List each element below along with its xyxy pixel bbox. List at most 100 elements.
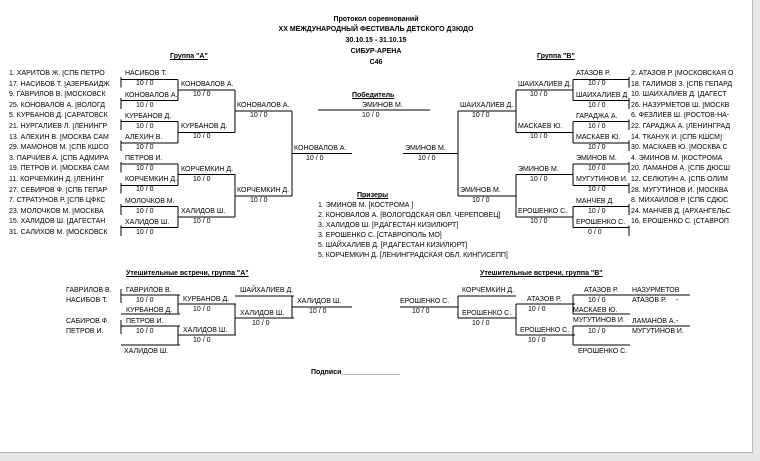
group-a-entry: 23. МОЛОЧКОВ М. [МОСКВА: [9, 207, 104, 215]
weight-category: С46: [369, 59, 383, 66]
cons-a-winner: КУРБАНОВ Д.: [183, 296, 230, 303]
group-b-entry: 20. ЛАМАНОВ А. [СПБ ДЮСШ: [631, 165, 730, 173]
group-a-entry: 21. НУРГАЛИЕВ Л. [ЛЕНИНГР: [9, 123, 108, 130]
cons-b-score: 10 / 0: [528, 337, 546, 344]
group-b-r1-winner: ЕРОШЕНКО С.: [576, 218, 626, 226]
group-a-entry: 17. НАСИБОВ Т. [АЗЕРБАЙДЖ: [9, 80, 110, 88]
cons-b-name: ЛАМАНОВ А.: [632, 318, 676, 325]
group-b-r1-winner: ШАЙХАЛИЕВ Д.: [576, 91, 628, 99]
cons-a-score: 10 / 0: [309, 308, 327, 315]
cons-b-score: 10 / 0: [412, 308, 430, 315]
prize-row: 2. КОНОВАЛОВ А. [ВОЛОГОДСКАЯ ОБЛ. ЧЕРЕПО…: [318, 212, 501, 219]
group-b-r2-winner: МАСКАЕВ Ю.: [518, 123, 563, 131]
cons-a-name: ХАЛИДОВ Ш.: [124, 348, 169, 355]
group-b-r1-score: 0 / 0: [588, 228, 602, 236]
cons-b-name: КОРЧЕМКИН Д.: [462, 287, 515, 294]
group-a-r1-winner: ПЕТРОВ И.: [125, 155, 163, 163]
group-a-r2-score: 10 / 0: [193, 90, 211, 98]
group-a-r2-score: 10 / 0: [193, 218, 211, 226]
prize-row: 3. ХАЛИДОВ Ш. [Р.ДАГЕСТАН КИЗИЛЮРТ]: [318, 222, 459, 229]
group-a-r2-winner: ХАЛИДОВ Ш.: [181, 208, 226, 216]
festival-title: XX МЕЖДУНАРОДНЫЙ ФЕСТИВАЛЬ ДЕТСКОГО ДЗЮД…: [278, 26, 474, 33]
cons-b-dash: -: [676, 318, 679, 325]
group-a-r1-score: 10 / 0: [136, 122, 154, 130]
group-a-r2-winner: КУРБАНОВ Д.: [181, 123, 228, 131]
group-a-r1-score: 10 / 0: [136, 186, 154, 194]
group-b-title: Группа "В": [537, 53, 575, 60]
event-dates: 30.10.15 - 31.10.15: [345, 37, 407, 44]
cons-a-name: КУРБАНОВ Д.: [126, 307, 173, 314]
group-b-entry: 14. ТКАНУК И. [СПБ КШСМ]: [631, 133, 722, 141]
group-a-r1-score: 10 / 0: [136, 165, 154, 173]
group-b-r2-score: 10 / 0: [530, 90, 548, 98]
group-b-final-score: 10 / 0: [418, 154, 436, 162]
cons-a-name: ГАВРИЛОВ В.: [66, 287, 112, 294]
group-b-r1-winner: ГАРАДЖА А.: [576, 112, 618, 120]
group-a-r1-winner: ХАЛИДОВ Ш.: [125, 218, 170, 226]
prize-row: 5. КОРЧЕМКИН Д. [ЛЕНИНГРАДСКАЯ ОБЛ. КИНГ…: [318, 252, 508, 259]
group-a-final-score: 10 / 0: [306, 154, 324, 162]
group-b-r1-winner: МАНЧЕВ Д.: [576, 197, 615, 205]
group-b-entry: 6. ФЕЗЛИЕВ Ш. [РОСТОВ-НА-: [631, 112, 730, 120]
group-b-r2-winner: ЭМИНОВ М.: [518, 165, 559, 173]
group-b-entry: 24. МАНЧЕВ Д. [АРХАНГЕЛЬС: [631, 207, 731, 215]
group-a-r1-winner: АЛЕХИН В.: [125, 133, 163, 141]
prize-row: 1. ЭМИНОВ М. [КОСТРОМА ]: [318, 202, 414, 209]
group-a-entry: 29. МАМОНОВ М. [СПБ КШСО: [9, 144, 109, 152]
cons-b-score: 10 / 0: [588, 328, 606, 335]
group-b-r3-score: 10 / 0: [472, 196, 490, 204]
group-b-r2-score: 10 / 0: [530, 218, 548, 226]
group-a-entry: 31. САЛИХОВ М. [МОСКОВСК: [9, 229, 108, 236]
group-b-entry: 30. МАСКАЕВ Ю. [МОСКВА С: [631, 144, 728, 152]
cons-a-winner: ХАЛИДОВ Ш.: [240, 310, 285, 317]
protocol-title: Протокол соревнований: [333, 16, 419, 23]
cons-b-name: МУГУТИНОВ И.: [573, 317, 625, 324]
cons-a-name: ПЕТРОВ И.: [66, 328, 104, 335]
cons-b-name: ЕРОШЕНКО С.: [578, 348, 628, 355]
cons-b-name: АТАЗОВ Р.: [584, 287, 619, 294]
group-b-r1-winner: АТАЗОВ Р.: [576, 70, 611, 78]
group-b-entry: 12. СЕЛЮТИН А. [СПБ ОЛИМ: [631, 176, 728, 183]
cons-a-score: 10 / 0: [136, 328, 154, 335]
group-b-r1-winner: МАСКАЕВ Ю.: [576, 133, 621, 141]
group-a-entry: 9. ГАВРИЛОВ В. [МОСКОВСК: [9, 91, 106, 99]
group-a-final-winner: КОНОВАЛОВ А.: [294, 144, 347, 152]
cons-a-score: 10 / 0: [252, 320, 270, 327]
group-b-r1-winner: ЭМИНОВ М.: [576, 155, 617, 163]
horizontal-scrollbar[interactable]: [0, 453, 760, 461]
prize-row: 5. ШАЙХАЛИЕВ Д. [Р.ДАГЕСТАН КИЗИЛЮРТ]: [318, 242, 468, 249]
signature-line: Подписи_______________: [311, 369, 400, 376]
group-a-r1-score: 10 / 0: [136, 143, 154, 151]
cons-b-winner: ЕРОШЕНКО С.: [462, 310, 512, 317]
group-a-entry: 1. ХАРИТОВ Ж. [СПБ ПЕТРО: [9, 70, 105, 77]
winner-score: 10 / 0: [362, 112, 380, 119]
bracket-text-layer: 1. ХАРИТОВ Ж. [СПБ ПЕТРО 17. НАСИБОВ Т. […: [9, 70, 734, 355]
group-b-entry: 2. АТАЗОВ Р. [МОСКОВСКАЯ О: [631, 70, 734, 77]
cons-b-score: 10 / 0: [472, 320, 490, 327]
group-b-r1-winner: МУГУТИНОВ И.: [576, 176, 628, 184]
group-a-r1-winner: КОНОВАЛОВ А.: [125, 91, 177, 99]
cons-b-name: АТАЗОВ Р.: [527, 296, 562, 303]
cons-b-name: НАЗУРМЕТОВ: [632, 287, 680, 294]
group-a-r3-winner: КОРЧЕМКИН Д.: [237, 186, 290, 194]
event-arena: СИБУР-АРЕНА: [350, 48, 402, 55]
group-a-entry: 27. СЕБИРОВ Ф. [СПБ ГЕПАР: [9, 186, 108, 194]
winner-name: ЭМИНОВ М.: [362, 102, 403, 109]
group-b-entry: 8. МИХАЙЛОВ Р. [СПБ СДЮС: [631, 197, 729, 205]
cons-a-score: 10 / 0: [193, 306, 211, 313]
group-b-r1-score: 10 / 0: [588, 101, 606, 109]
vertical-scrollbar[interactable]: [753, 0, 760, 461]
group-a-r3-winner: КОНОВАЛОВ А.: [237, 102, 290, 110]
cons-a-score: 10 / 0: [193, 337, 211, 344]
cons-b-name: ЕРОШЕНКО С.: [400, 298, 450, 305]
winner-label: Победитель: [352, 92, 395, 99]
consolation-a-title: Утешительные встречи, группа "А": [126, 270, 249, 277]
cons-b-name: МАСКАЕВ Ю.: [573, 307, 618, 314]
group-a-r2-score: 10 / 0: [193, 175, 211, 183]
cons-b-name: АТАЗОВ Р.: [632, 297, 667, 304]
group-b-entry: 26. НАЗУРМЕТОВ Ш. [МОСКВ: [631, 101, 730, 109]
cons-a-winner: ПЕТРОВ И.: [126, 318, 164, 325]
group-a-r1-score: 10 / 0: [136, 101, 154, 109]
group-b-entry: 18. ГАЛИМОВ З. [СПБ ГЕПАРД: [631, 80, 733, 88]
group-b-r1-score: 10 / 0: [588, 143, 606, 151]
